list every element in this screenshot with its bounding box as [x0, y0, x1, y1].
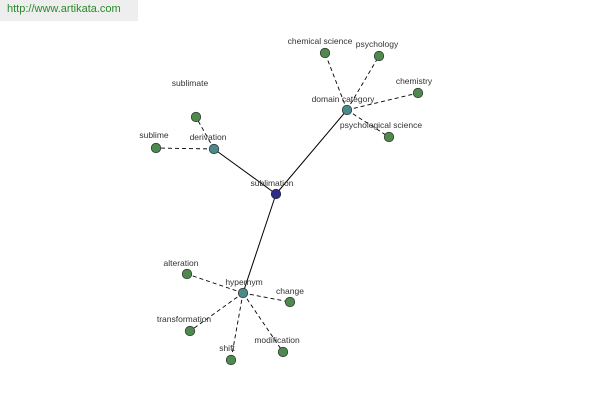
leaf-label-change[interactable]: change: [276, 286, 304, 296]
leaf-node-change[interactable]: [284, 296, 296, 308]
leaf-node-sublimate[interactable]: [190, 111, 202, 123]
hub-label-derivation[interactable]: derivation: [190, 132, 227, 142]
center-node[interactable]: [270, 188, 282, 200]
leaf-node-psychological-science[interactable]: [383, 131, 395, 143]
edge-center-domain-category: [275, 109, 348, 195]
leaf-node-psychology[interactable]: [373, 50, 385, 62]
leaf-label-alteration[interactable]: alteration: [164, 258, 199, 268]
edge-domain-category-chemical-science: [324, 52, 348, 111]
leaf-label-sublime[interactable]: sublime: [139, 130, 169, 140]
leaf-node-transformation[interactable]: [184, 325, 196, 337]
leaf-node-chemical-science[interactable]: [319, 47, 331, 59]
hub-node-hypernym[interactable]: [237, 287, 249, 299]
edge-domain-category-psychology: [346, 55, 380, 111]
leaf-node-shift[interactable]: [225, 354, 237, 366]
edge-domain-category-chemistry: [346, 92, 419, 111]
leaf-label-modification[interactable]: modification: [254, 335, 300, 345]
leaf-node-alteration[interactable]: [181, 268, 193, 280]
edge-center-hypernym: [242, 193, 277, 294]
leaf-label-psychology[interactable]: psychology: [356, 39, 399, 49]
hub-label-hypernym[interactable]: hypernym: [225, 277, 262, 287]
edge-derivation-sublime: [155, 147, 215, 150]
leaf-node-sublime[interactable]: [150, 142, 162, 154]
leaf-label-chemical-science[interactable]: chemical science: [288, 36, 353, 46]
hub-node-derivation[interactable]: [208, 143, 220, 155]
url-banner: http://www.artikata.com: [0, 0, 138, 21]
leaf-label-chemistry[interactable]: chemistry: [396, 76, 433, 86]
graph-nodes: [150, 47, 424, 366]
edge-hypernym-alteration: [186, 273, 244, 294]
edge-center-derivation: [213, 148, 277, 195]
hub-node-domain-category[interactable]: [341, 104, 353, 116]
leaf-node-modification[interactable]: [277, 346, 289, 358]
edge-hypernym-transformation: [189, 292, 244, 332]
edge-derivation-sublimate: [195, 116, 215, 150]
leaf-node-chemistry[interactable]: [412, 87, 424, 99]
leaf-label-sublimate[interactable]: sublimate: [172, 78, 209, 88]
edge-hypernym-modification: [242, 292, 284, 353]
edge-domain-category-psychological-science: [346, 109, 390, 138]
hub-label-domain-category[interactable]: domain category: [312, 94, 376, 104]
edge-hypernym-shift: [230, 292, 244, 361]
center-label[interactable]: sublimation: [251, 178, 294, 188]
graph-edges: [155, 52, 419, 361]
graph-labels: sublimation derivation sublimate sublime dom…: [139, 36, 433, 353]
edge-hypernym-change: [242, 292, 291, 303]
source-url[interactable]: http://www.artikata.com: [7, 3, 121, 15]
leaf-label-transformation[interactable]: transformation: [157, 314, 212, 324]
leaf-label-shift[interactable]: shift: [219, 343, 235, 353]
leaf-label-psychological-science[interactable]: psychological science: [340, 120, 422, 130]
